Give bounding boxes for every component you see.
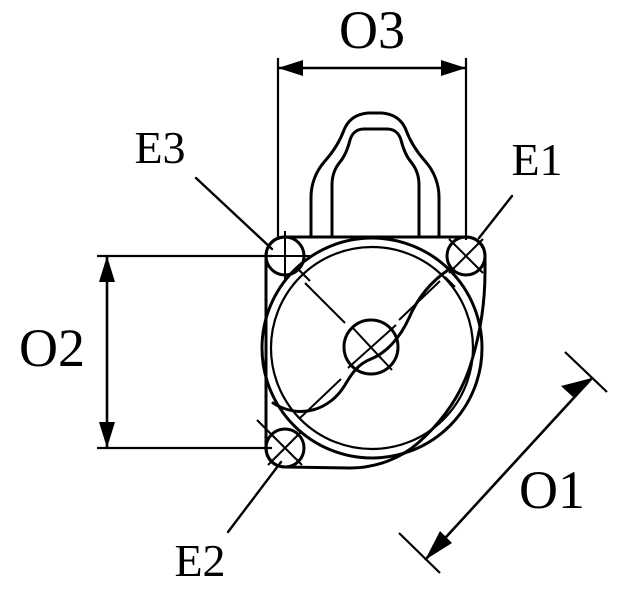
- part-geometry: [256, 111, 487, 470]
- hole-bottom-left-centerline-b: [267, 430, 303, 466]
- o1-extension-tick-lower: [398, 532, 441, 574]
- callout-e2: E2: [174, 460, 283, 586]
- hub-centerline-diagonal-a: [347, 324, 397, 369]
- o3-arrowhead-right: [441, 60, 466, 76]
- o2-arrowhead-bottom: [99, 422, 115, 448]
- solenoid-plunger-outline: [330, 127, 421, 239]
- o1-arrowhead-lower: [425, 531, 452, 560]
- e3-label: E3: [134, 122, 185, 173]
- o1-dimension-line: [424, 377, 593, 561]
- center-hub-circle: [342, 318, 400, 376]
- dimension-o1: O1: [398, 351, 608, 574]
- callout-e1: E1: [477, 134, 563, 240]
- hole-top-left-tick: [295, 266, 311, 282]
- o3-arrowhead-left: [278, 60, 303, 76]
- internal-relief-s-curve: [271, 268, 450, 413]
- o2-label: O2: [19, 318, 85, 378]
- solenoid-housing-outline: [309, 111, 441, 239]
- hub-centerline-diagonal-b: [351, 326, 393, 371]
- bore-inner-circle: [269, 245, 475, 451]
- hole-top-right-centerline-b: [448, 238, 484, 274]
- e2-label: E2: [174, 535, 225, 586]
- o1-extension-tick-upper: [564, 351, 608, 393]
- hole-bottom-left-tick: [256, 419, 269, 432]
- flange-right-lobe: [283, 270, 487, 470]
- e2-leader-line: [226, 460, 283, 534]
- e1-leader-line: [477, 194, 514, 240]
- e1-label: E1: [511, 134, 562, 185]
- o1-arrowhead-upper: [561, 378, 592, 397]
- dimension-o3: O3: [276, 0, 468, 240]
- e3-leader-line: [194, 176, 274, 251]
- hub-radial-centerline-upper-right: [398, 280, 441, 321]
- callout-e3: E3: [134, 122, 274, 251]
- o2-arrowhead-top: [99, 256, 115, 282]
- hub-radial-centerline-upper-left: [304, 282, 346, 324]
- dimension-o2: O2: [19, 254, 272, 450]
- hub-radial-centerline-lower-left: [299, 378, 342, 419]
- hole-top-right-tick: [444, 276, 456, 288]
- o3-label: O3: [339, 0, 405, 60]
- o1-label: O1: [519, 460, 585, 520]
- bore-outer-circle: [260, 236, 484, 460]
